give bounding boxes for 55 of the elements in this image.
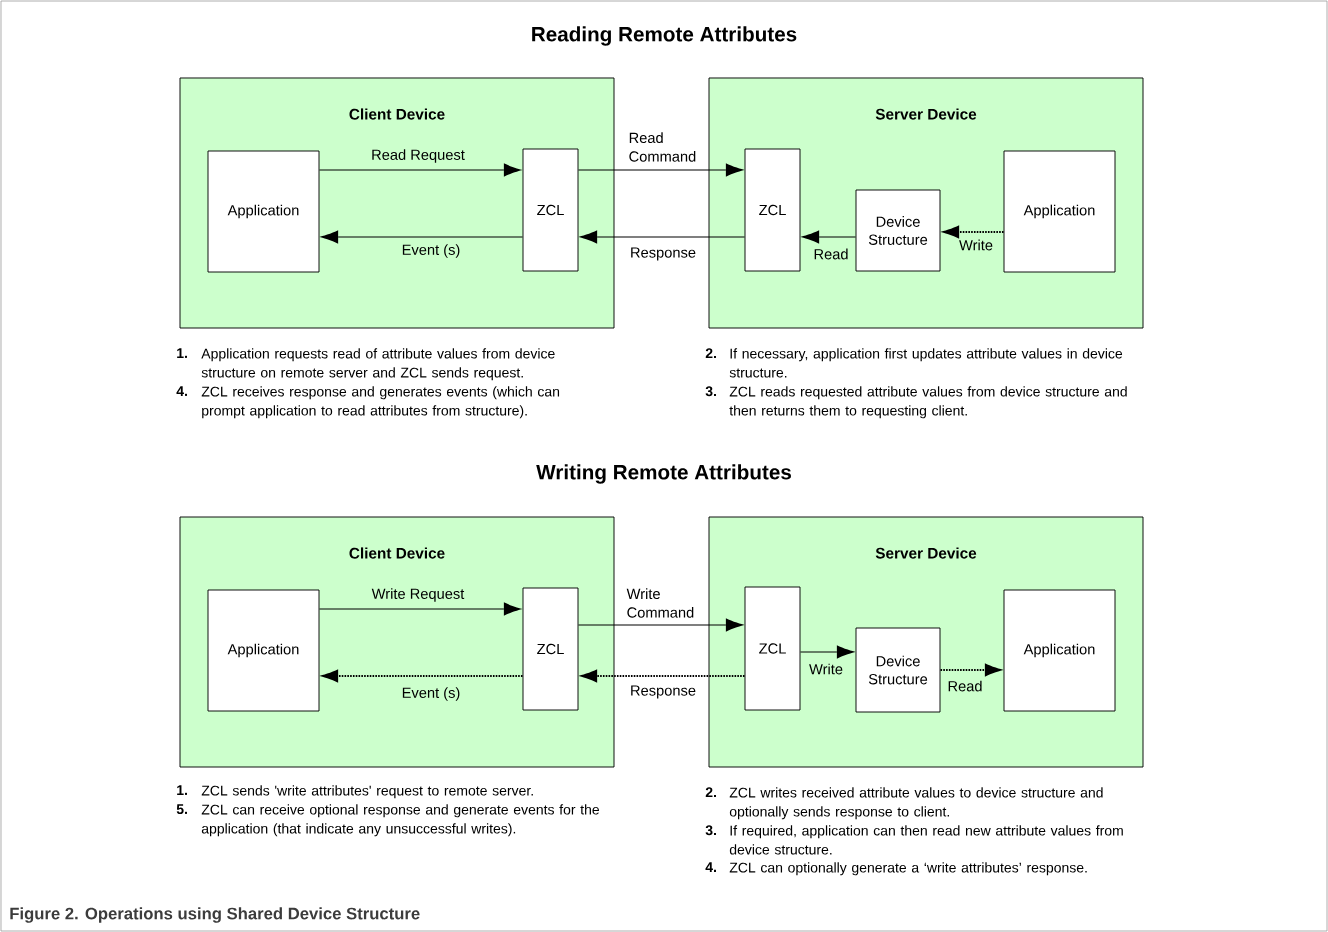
- step-number: 5.: [176, 804, 187, 815]
- arrow: [939, 663, 1004, 677]
- arrow: [577, 163, 745, 177]
- edge-label: Response: [631, 247, 696, 261]
- step-number: 2.: [705, 787, 716, 798]
- component-box: Device Structure: [855, 189, 941, 272]
- component-box: ZCL: [744, 586, 801, 711]
- component-box: Application: [1003, 150, 1116, 273]
- arrow: [577, 618, 745, 632]
- component-box: ZCL: [522, 587, 579, 711]
- component-box: Device Structure: [855, 627, 941, 713]
- step-number: 1.: [177, 785, 187, 795]
- component-box: Application: [1003, 589, 1116, 712]
- edge-label: Event (s): [402, 687, 460, 701]
- step-description: ZCL can optionally generate a ‘write attributes’ response.: [729, 862, 1087, 876]
- edge-label: Event (s): [402, 244, 460, 258]
- step-number: 3.: [705, 386, 716, 397]
- step-number: 2.: [705, 348, 716, 359]
- step-number: 1.: [177, 348, 187, 358]
- section-heading: Reading Remote Attributes: [532, 26, 797, 46]
- edge-label: Response: [631, 685, 696, 699]
- step-description: ZCL receives response and generates events (which can prompt application to read attributes from structure).: [201, 386, 560, 419]
- step-description: If required, application can then read new attribute values from device structure.: [729, 825, 1123, 855]
- step-number: 4.: [705, 862, 716, 872]
- arrow: [799, 645, 856, 659]
- component-box: Application: [207, 150, 320, 273]
- step-number: 3.: [705, 825, 716, 836]
- edge-label: Write: [959, 239, 993, 251]
- section-heading: Writing Remote Attributes: [536, 464, 791, 484]
- component-box: ZCL: [744, 148, 801, 272]
- edge-label: Read: [948, 680, 982, 692]
- figure-caption: Figure 2. Operations using Shared Device Structure: [10, 907, 420, 923]
- step-description: If necessary, application first updates attribute values in device structure.: [729, 348, 1123, 378]
- arrow: [319, 669, 524, 683]
- arrow: [578, 230, 746, 244]
- step-number: 4.: [176, 386, 187, 396]
- edge-label: Write: [809, 663, 843, 675]
- arrow: [578, 669, 746, 683]
- arrow: [318, 602, 523, 616]
- component-box: Application: [207, 589, 320, 712]
- arrow: [940, 225, 1005, 239]
- edge-label: Write Request: [371, 588, 465, 602]
- step-description: ZCL sends 'write attributes' request to remote server.: [201, 785, 533, 799]
- step-description: ZCL writes received attribute values to device structure and optionally sends response to client.: [729, 787, 1103, 820]
- edge-label: Read Request: [372, 149, 465, 163]
- step-description: Application requests read of attribute values from device structure on remote server and ZCL sends request.: [201, 348, 555, 381]
- step-description: ZCL reads requested attribute values from device structure and then returns them to requesting client.: [729, 386, 1127, 419]
- edge-label: Read: [814, 248, 848, 260]
- step-description: ZCL can receive optional response and generate events for the application (that indicate any unsuccessful writes).: [201, 804, 599, 837]
- arrow: [319, 230, 524, 244]
- edge-label: Read Command: [629, 132, 696, 162]
- component-box: ZCL: [522, 148, 579, 272]
- arrow: [318, 163, 523, 177]
- arrow: [800, 230, 857, 244]
- edge-label: Write Command: [626, 588, 694, 618]
